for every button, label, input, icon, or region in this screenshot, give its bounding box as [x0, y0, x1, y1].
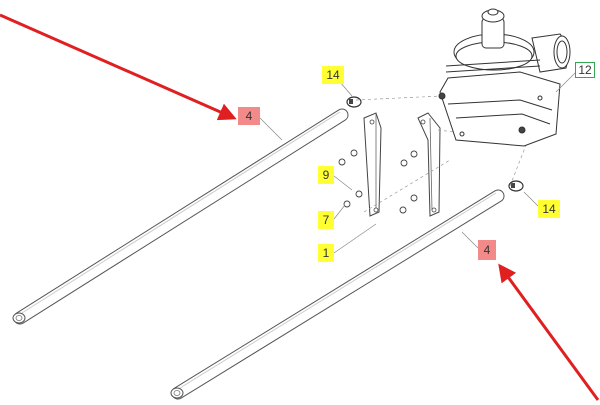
tube-left — [12, 108, 349, 325]
arrows — [0, 13, 600, 401]
bracket-left — [363, 112, 382, 217]
nuts — [338, 149, 418, 202]
callout-bolt: 7 — [318, 211, 334, 229]
callout-nut: 9 — [318, 166, 334, 184]
callout-clamp-top: 14 — [322, 66, 344, 84]
callout-tube-left: 4 — [238, 107, 260, 125]
bolts — [343, 200, 407, 214]
arrow-left — [0, 13, 237, 121]
arrow-right — [498, 263, 600, 401]
callout-clamp-right: 14 — [538, 200, 560, 218]
callout-bracket: 1 — [318, 244, 334, 262]
clamp-right — [508, 180, 524, 192]
callout-heater: 12 — [575, 62, 595, 78]
heater-unit — [438, 8, 571, 147]
bracket-right — [417, 112, 441, 217]
tube-right — [170, 189, 505, 400]
leader-lines — [259, 71, 577, 254]
callout-tube-right: 4 — [478, 240, 496, 260]
clamp-top — [346, 96, 362, 108]
